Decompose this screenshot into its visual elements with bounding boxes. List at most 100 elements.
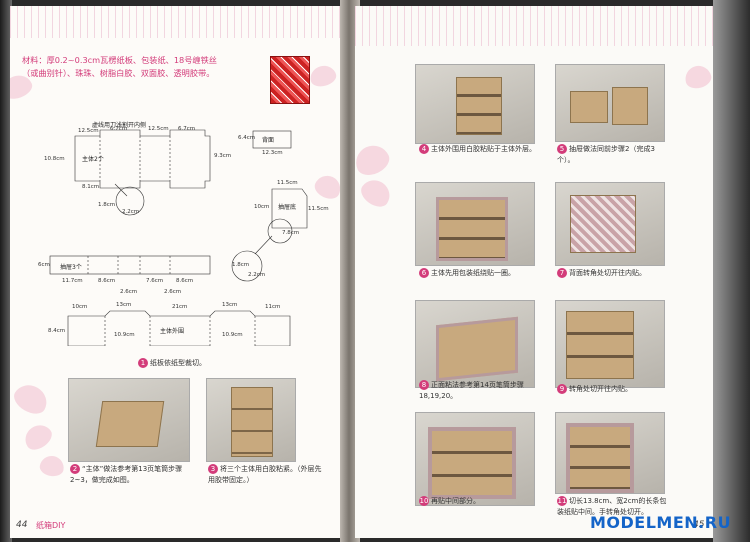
step-number: 1 — [138, 358, 148, 368]
step-text: 纸板依纸型裁切。 — [150, 359, 206, 367]
step-text: 转角处切开往内贴。 — [569, 385, 632, 393]
dim-label: 7.8cm — [282, 230, 300, 236]
dim-label: 12.3cm — [262, 150, 283, 156]
step-number: 2 — [70, 464, 80, 474]
dim-label: 12.5cm — [148, 126, 169, 132]
dim-label: 8.6cm — [98, 278, 116, 284]
step-text: 主体先用包装纸绕贴一圈。 — [431, 269, 515, 277]
drawer-bottom-label: 抽屉底 — [278, 204, 297, 211]
dim-label: 21cm — [172, 304, 188, 310]
left-page: 材料：厚0.2~0.3cm瓦楞纸板、包装纸、18号缠铁丝（或曲别针）、珠珠、树脂… — [10, 6, 345, 538]
dim-label: 2.6cm — [120, 289, 138, 295]
step-photo — [555, 300, 665, 388]
dim-label: 7.6cm — [146, 278, 164, 284]
step-photo — [68, 378, 190, 462]
watermark-text: MODELMEN.RU — [590, 513, 732, 532]
step-text: 再贴中间部分。 — [431, 497, 480, 505]
dim-label: 13cm — [116, 302, 132, 308]
petal-decoration — [682, 63, 713, 91]
step-photo — [415, 412, 535, 506]
step-text: 切长13.8cm、宽2cm的长条包装纸贴中间。手转角处切开。 — [557, 497, 667, 516]
pattern-diagrams — [49, 129, 308, 346]
dim-label: 2.2cm — [248, 272, 266, 278]
dim-label: 8.1cm — [82, 184, 100, 190]
template-title: 虚线用刀浅割开内侧 — [92, 122, 147, 129]
dim-label: 10.9cm — [114, 332, 135, 338]
main-body-label: 主体2个 — [82, 156, 104, 163]
step-photo — [555, 182, 665, 266]
book-edge-right — [713, 0, 750, 542]
step-number: 7 — [557, 268, 567, 278]
shell-label: 主体外围 — [160, 328, 185, 335]
step-text: 抽屉做法同前步骤2（完成3个）。 — [557, 145, 655, 164]
step-text: 将三个主体用白胶粘紧。（外层先用胶带固定。） — [208, 465, 322, 484]
step-photo — [206, 378, 296, 462]
dim-label: 2.6cm — [164, 289, 182, 295]
step-text: 背面转角处切开往内贴。 — [569, 269, 646, 277]
step-number: 3 — [208, 464, 218, 474]
back-panel-label: 背面 — [262, 137, 275, 144]
step-text: “主体”做法参考第13页笔筒步骤2~3，做完成如图。 — [70, 465, 183, 484]
dim-label: 11.5cm — [308, 206, 329, 212]
step-number: 5 — [557, 144, 567, 154]
page-number: 44 — [16, 520, 28, 530]
drawer3-label: 抽屉3个 — [60, 264, 82, 271]
step-number: 10 — [419, 496, 429, 506]
step-photo — [415, 182, 535, 266]
step-number: 8 — [419, 380, 429, 390]
dim-label: 12.5cm — [78, 128, 99, 134]
step-number: 9 — [557, 384, 567, 394]
materials-text: 材料：厚0.2~0.3cm瓦楞纸板、包装纸、18号缠铁丝（或曲别针）、珠珠、树脂… — [22, 55, 217, 78]
dim-label: 8.4cm — [48, 328, 66, 334]
step-text: 正面粘法参考第14页笔筒步骤18,19,20。 — [419, 381, 524, 400]
dim-label: 13cm — [222, 302, 238, 308]
dim-label: 10cm — [72, 304, 88, 310]
dim-label: 1.8cm — [232, 262, 250, 268]
step-photo — [415, 64, 535, 144]
step-photo — [555, 412, 665, 494]
step-photo — [415, 300, 535, 388]
petal-decoration — [355, 140, 394, 180]
finished-box-photo — [270, 56, 310, 104]
dim-label: 10.9cm — [222, 332, 243, 338]
dim-label: 9.3cm — [214, 153, 232, 159]
dim-label: 6cm — [38, 262, 50, 268]
dim-label: 11.5cm — [277, 180, 298, 186]
petal-decoration — [356, 174, 396, 212]
dim-label: 11.7cm — [62, 278, 83, 284]
header-stripes — [10, 6, 345, 38]
dim-label: 11cm — [265, 304, 281, 310]
dim-label: 8.6cm — [176, 278, 194, 284]
step-number: 11 — [557, 496, 567, 506]
step-photo — [555, 64, 665, 142]
step-number: 6 — [419, 268, 429, 278]
step-text: 主体外围用白胶粘贴于主体外层。 — [431, 145, 536, 153]
dim-label: 6.4cm — [238, 135, 256, 141]
petal-decoration — [20, 419, 56, 455]
section-name: 纸箱DIY — [36, 521, 66, 530]
petal-decoration — [10, 379, 53, 419]
step-number: 4 — [419, 144, 429, 154]
step-2-caption: 2“主体”做法参考第13页笔筒步骤2~3，做完成如图。 — [70, 464, 190, 486]
dim-label: 2.2cm — [122, 209, 140, 215]
dim-label: 10.8cm — [44, 156, 65, 162]
dim-label: 6.7cm — [110, 126, 128, 132]
page-number: 45 — [693, 520, 705, 530]
dim-label: 10cm — [254, 204, 270, 210]
header-stripes — [355, 6, 713, 46]
dim-label: 6.7cm — [178, 126, 196, 132]
petal-decoration — [38, 454, 66, 478]
book-edge-left — [0, 0, 12, 542]
